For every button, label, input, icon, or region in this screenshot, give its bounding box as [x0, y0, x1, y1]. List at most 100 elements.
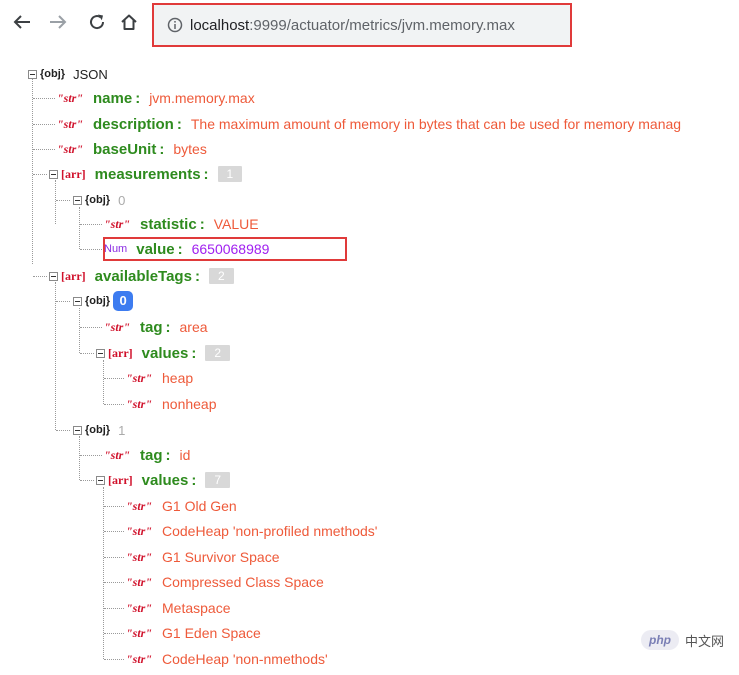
collapse-toggle-icon[interactable]: [73, 195, 82, 205]
url-text[interactable]: localhost:9999/actuator/metrics/jvm.memo…: [190, 17, 515, 34]
value-highlight-box: [103, 237, 347, 261]
tree-node-baseunit[interactable]: "str" baseUnit : bytes: [57, 139, 207, 159]
type-tag-str: "str": [57, 90, 83, 105]
back-arrow-icon[interactable]: [10, 10, 34, 34]
key-colon: :: [191, 471, 197, 489]
string-value: CodeHeap 'non-profiled nmethods': [162, 523, 378, 539]
tree-node-value-item[interactable]: "str" G1 Eden Space: [126, 623, 261, 643]
property-key: tag: [140, 318, 163, 336]
tree-node-tag[interactable]: "str" tag : id: [104, 445, 190, 465]
tree-node-tag-0[interactable]: {obj} 0: [73, 291, 134, 311]
address-bar[interactable]: localhost:9999/actuator/metrics/jvm.memo…: [152, 3, 572, 47]
property-key: statistic: [140, 215, 197, 233]
tree-node-value-item[interactable]: "str" G1 Old Gen: [126, 496, 237, 516]
type-tag-str: "str": [57, 116, 83, 131]
key-colon: :: [191, 344, 197, 362]
tree-node-measurements[interactable]: [arr] measurements : 1: [49, 164, 243, 184]
tree-line: [56, 430, 70, 431]
tree-node-value[interactable]: Num value : 6650068989: [104, 239, 269, 259]
collapse-toggle-icon[interactable]: [96, 475, 105, 485]
tree-line: [80, 224, 102, 225]
root-label: JSON: [73, 66, 108, 82]
tree-node-values[interactable]: [arr] values : 7: [96, 470, 231, 490]
tree-line: [104, 378, 124, 379]
property-key: tag: [140, 446, 163, 464]
selected-index-badge[interactable]: 0: [113, 291, 134, 311]
collapse-toggle-icon[interactable]: [96, 348, 105, 358]
tree-node-availabletags[interactable]: [arr] availableTags : 2: [49, 266, 234, 286]
string-value: CodeHeap 'non-nmethods': [162, 651, 328, 667]
tree-node-value-item[interactable]: "str" Metaspace: [126, 598, 230, 618]
key-colon: :: [199, 215, 205, 233]
tree-line: [104, 531, 124, 532]
url-path: :9999/actuator/metrics/jvm.memory.max: [249, 17, 515, 34]
tree-node-measurement-0[interactable]: {obj} 0: [73, 190, 125, 210]
type-tag-str: "str": [126, 574, 152, 589]
type-tag-str: "str": [126, 600, 152, 615]
collapse-toggle-icon[interactable]: [28, 69, 37, 79]
property-key: measurements: [94, 165, 201, 183]
tree-line: [55, 180, 56, 224]
browser-toolbar: localhost:9999/actuator/metrics/jvm.memo…: [0, 0, 739, 50]
type-tag-obj: {obj}: [85, 295, 111, 307]
tree-node-value-item[interactable]: "str" CodeHeap 'non-profiled nmethods': [126, 521, 377, 541]
info-icon[interactable]: [167, 17, 183, 33]
key-colon: :: [203, 165, 209, 183]
url-host: localhost: [190, 17, 250, 34]
forward-arrow-icon[interactable]: [46, 10, 70, 34]
tree-node-description[interactable]: "str" description : The maximum amount o…: [57, 114, 681, 134]
tree-line: [33, 124, 55, 125]
tree-line: [104, 557, 124, 558]
tree-node-value-item[interactable]: "str" Compressed Class Space: [126, 572, 324, 592]
tree-node-value-item[interactable]: "str" nonheap: [126, 394, 217, 414]
type-tag-str: "str": [104, 216, 130, 231]
tree-line: [56, 301, 70, 302]
tree-line: [80, 480, 94, 481]
type-tag-str: "str": [104, 319, 130, 334]
array-count-badge: 2: [205, 345, 231, 361]
tree-line: [104, 404, 124, 405]
json-tree-viewer: {obj} JSON "str" name : jvm.memory.max "…: [0, 50, 739, 675]
tree-node-root[interactable]: {obj} JSON: [28, 64, 108, 84]
array-index: 0: [118, 192, 126, 208]
tree-line: [80, 249, 102, 250]
key-colon: :: [159, 140, 165, 158]
type-tag-arr: [arr]: [61, 268, 86, 283]
property-key: values: [141, 471, 189, 489]
tree-node-tag[interactable]: "str" tag : area: [104, 317, 208, 337]
type-tag-arr: [arr]: [108, 472, 133, 487]
tree-line: [104, 608, 124, 609]
string-value: id: [179, 447, 191, 463]
array-index: 1: [118, 422, 126, 438]
number-value: 6650068989: [191, 241, 270, 257]
collapse-toggle-icon[interactable]: [73, 425, 82, 435]
string-value: area: [179, 319, 208, 335]
reload-icon[interactable]: [85, 10, 109, 34]
home-icon[interactable]: [117, 10, 141, 34]
type-tag-str: "str": [126, 396, 152, 411]
tree-line: [80, 327, 102, 328]
tree-line: [33, 174, 47, 175]
type-tag-arr: [arr]: [61, 166, 86, 181]
type-tag-str: "str": [57, 141, 83, 156]
collapse-toggle-icon[interactable]: [49, 271, 58, 281]
tree-node-values[interactable]: [arr] values : 2: [96, 343, 231, 363]
tree-node-tag-1[interactable]: {obj} 1: [73, 420, 125, 440]
tree-node-statistic[interactable]: "str" statistic : VALUE: [104, 214, 259, 234]
string-value: G1 Survivor Space: [162, 549, 280, 565]
string-value: bytes: [173, 141, 207, 157]
php-logo: php: [641, 630, 679, 650]
tree-node-value-item[interactable]: "str" G1 Survivor Space: [126, 547, 280, 567]
key-colon: :: [135, 89, 141, 107]
tree-node-value-item[interactable]: "str" CodeHeap 'non-nmethods': [126, 649, 328, 669]
property-key: availableTags: [94, 267, 192, 285]
tree-node-value-item[interactable]: "str" heap: [126, 368, 193, 388]
tree-line: [55, 282, 56, 430]
key-colon: :: [194, 267, 200, 285]
tree-node-name[interactable]: "str" name : jvm.memory.max: [57, 88, 255, 108]
php-watermark: php 中文网: [641, 630, 724, 650]
tree-line: [79, 207, 80, 249]
collapse-toggle-icon[interactable]: [73, 296, 82, 306]
type-tag-str: "str": [104, 447, 130, 462]
collapse-toggle-icon[interactable]: [49, 169, 58, 179]
